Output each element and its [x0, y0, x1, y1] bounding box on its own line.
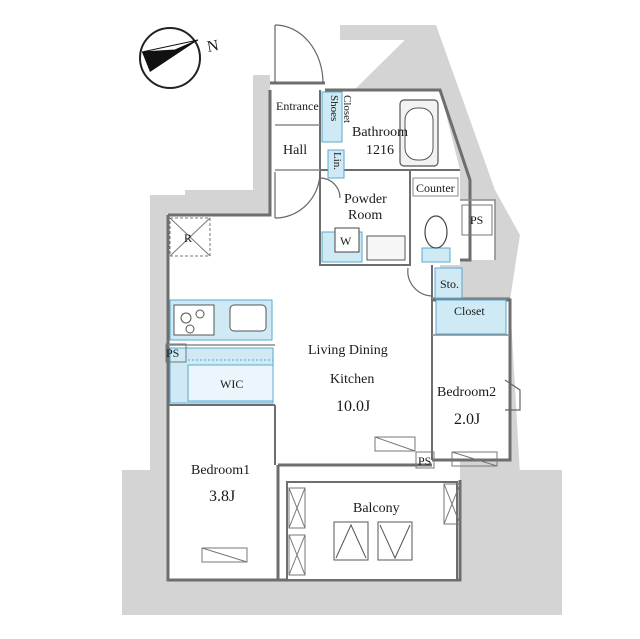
compass-label: N [206, 37, 221, 56]
window-markers [201, 436, 498, 563]
storage [434, 267, 463, 299]
wic-shelf [169, 347, 274, 404]
entrance-label: Entrance [276, 99, 319, 113]
ps-bottom-label: PS [418, 454, 431, 468]
powder-room-label-1: Powder [344, 192, 387, 207]
closet-label: Closet [454, 304, 485, 318]
bedroom1-size: 3.8J [209, 488, 235, 505]
balcony [286, 481, 461, 581]
north-arrow-icon [139, 27, 201, 89]
bedroom1-label: Bedroom1 [191, 463, 250, 478]
powder-room-label-2: Room [348, 208, 382, 223]
bathroom-size: 1216 [366, 143, 394, 158]
ps-left-label: PS [166, 346, 179, 360]
linen-label: Lin. [331, 152, 343, 170]
hall-label: Hall [283, 143, 307, 158]
washer-label: W [340, 234, 352, 248]
washer-area [321, 227, 406, 263]
bathroom-label: Bathroom [352, 125, 408, 140]
linen-closet [327, 149, 345, 179]
bathtub [399, 99, 439, 167]
ps-boxes [165, 204, 493, 469]
refrigerator-label: R [184, 231, 192, 245]
doors [274, 24, 521, 411]
storage-label: Sto. [440, 277, 459, 291]
toilet [421, 215, 451, 263]
wic-label: WIC [220, 377, 243, 391]
shoes-closet-label-2: Closet [341, 95, 353, 123]
counter-box [412, 177, 459, 197]
refrigerator [169, 217, 211, 257]
bedroom2-closet [435, 299, 507, 335]
ps-right-label: PS [470, 213, 483, 227]
shoes-closet [321, 91, 343, 143]
ldk-size: 10.0J [336, 398, 370, 415]
bedroom2-size: 2.0J [454, 411, 480, 428]
ldk-label-1: Living Dining [308, 343, 388, 358]
counter-label: Counter [416, 181, 455, 195]
ldk-label-2: Kitchen [330, 372, 374, 387]
shoes-closet-label-1: Shoes [328, 95, 340, 121]
bedroom2-label: Bedroom2 [437, 385, 496, 400]
balcony-label: Balcony [353, 501, 400, 516]
kitchen-counter [169, 299, 273, 341]
